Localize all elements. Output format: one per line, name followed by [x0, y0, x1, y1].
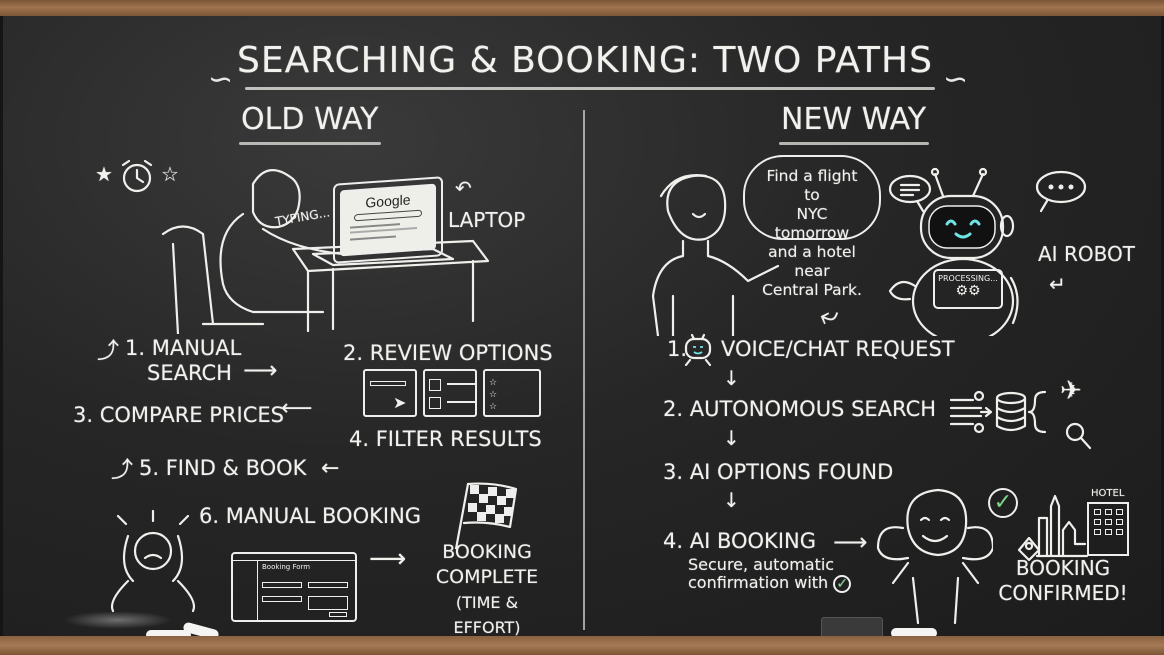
old-way-underline: [239, 142, 381, 145]
form-field: [308, 582, 348, 588]
speech-line: Find a flight to: [766, 167, 858, 204]
user-speech-bubble: Find a flight to NYC tomorrow and a hote…: [743, 155, 881, 299]
person-talking-illustration: [651, 174, 780, 336]
checkered-flag-icon: [454, 482, 518, 549]
arrow-down-icon: ↓: [723, 366, 740, 390]
old-step-3: 3. COMPARE PRICES: [73, 403, 284, 427]
booking-form-window: Booking Form: [231, 552, 357, 622]
form-textarea: [308, 596, 348, 610]
speech-line: NYC tomorrow: [774, 205, 850, 242]
arrow-curved-icon: ↵: [1049, 272, 1066, 296]
old-step-6: 6. MANUAL BOOKING: [199, 504, 422, 528]
arrow-right-icon: ⤴: [97, 339, 120, 364]
old-outcome-line2: COMPLETE: [435, 566, 539, 588]
center-divider: [583, 110, 585, 630]
title-underline: [245, 87, 935, 90]
gears-icon: ⚙⚙: [955, 283, 981, 299]
new-step-4: 4. AI BOOKING: [663, 529, 816, 553]
old-way-heading: OLD WAY: [241, 102, 379, 137]
cursor-icon: ➤: [393, 393, 407, 412]
arrow-left-icon: ⟵: [281, 396, 313, 421]
booking-note: Secure, automatic confirmation with ✓: [688, 555, 852, 593]
page-title: SEARCHING & BOOKING: TWO PATHS: [237, 40, 933, 81]
form-field: [262, 582, 302, 588]
new-step-2: 2. AUTONOMOUS SEARCH: [663, 397, 937, 421]
result-line: [350, 235, 397, 241]
robot-screen-text: PROCESSING...: [938, 274, 998, 283]
old-step-4: 4. FILTER RESULTS: [349, 427, 542, 451]
arrow-down-icon: ↓: [723, 426, 740, 450]
search-engine-logo: Google: [365, 191, 411, 211]
form-dropdown: [262, 596, 302, 602]
arrow-right-icon: ⟶: [369, 544, 407, 574]
swirl-ornament-left-icon: ∽: [208, 62, 234, 97]
new-outcome-line2: CONFIRMED!: [998, 581, 1128, 605]
arrow-right-icon: ⟶: [833, 528, 868, 556]
city-skyline-icon: [1017, 494, 1089, 562]
hotel-building-icon: [1087, 502, 1129, 556]
chalk-stick: [891, 628, 937, 638]
search-flow-icon: [949, 390, 1047, 434]
green-check-icon: ✓: [988, 488, 1018, 518]
arrow-right-icon: ⤴: [111, 458, 134, 483]
new-outcome: BOOKING CONFIRMED!: [998, 556, 1128, 606]
chat-ellipsis-bubble-icon: [1035, 170, 1087, 213]
speech-line: and a hotel near: [768, 243, 856, 280]
mini-window-ratings: ☆☆☆: [483, 369, 541, 417]
hotel-windows: [1089, 504, 1127, 540]
review-options-windows: ➤ ☆☆☆: [363, 369, 541, 417]
chalk-dust: [63, 611, 173, 629]
laptop-label: LAPTOP: [448, 208, 526, 232]
old-step-1-line1: 1. MANUAL: [125, 336, 242, 360]
booking-note-line: Secure, automatic: [688, 555, 835, 574]
new-outcome-line1: BOOKING: [1015, 556, 1111, 580]
relaxed-person-illustration: [876, 488, 993, 625]
old-outcome-note: (TIME & EFFORT): [453, 593, 521, 637]
arrow-right-icon: ⟶: [243, 356, 278, 384]
old-step-1-line2: SEARCH: [147, 361, 232, 385]
mini-window-profiles: [423, 369, 477, 417]
old-step-2: 2. REVIEW OPTIONS: [343, 341, 553, 365]
laptop-screen: Google: [333, 176, 443, 264]
arrow-down-icon: ↓: [723, 488, 740, 512]
new-step-3: 3. AI OPTIONS FOUND: [663, 460, 894, 484]
booking-form-title: Booking Form: [262, 563, 311, 571]
old-step-5: 5. FIND & BOOK: [139, 456, 307, 480]
old-outcome: BOOKING COMPLETE (TIME & EFFORT): [423, 540, 551, 640]
new-step-1-number: 1.: [667, 337, 688, 361]
green-check-icon: ✓: [833, 575, 852, 593]
alarm-clock-icon: [121, 159, 153, 193]
ai-robot-illustration: [888, 167, 1019, 336]
chat-lines-bubble-icon: [888, 174, 932, 213]
old-outcome-line1: BOOKING: [442, 541, 532, 563]
new-way-underline: [779, 142, 929, 145]
speech-line: Central Park.: [762, 281, 862, 299]
wood-frame-top: [0, 0, 1164, 16]
mini-window-search: ➤: [363, 369, 417, 417]
search-bar[interactable]: [354, 209, 422, 222]
star-filled-icon: ★: [95, 162, 113, 186]
arrow-curved-icon: ↶: [455, 176, 472, 200]
booking-note-line: confirmation with: [688, 573, 829, 592]
chalkboard-eraser: [821, 617, 883, 637]
form-submit-button: [329, 612, 347, 617]
star-outline-icon: ☆: [161, 162, 179, 186]
ai-robot-label: AI ROBOT: [1038, 242, 1135, 266]
arrow-curved-down-icon: ⤶: [815, 296, 844, 335]
arrow-left-icon: ←: [321, 456, 340, 481]
wood-chalk-tray: [0, 636, 1164, 655]
magnifier-icon: [1065, 422, 1092, 450]
browser-window: Google: [340, 183, 436, 257]
chalk-stick: [146, 630, 191, 640]
new-way-heading: NEW WAY: [781, 102, 927, 137]
new-step-1-text: VOICE/CHAT REQUEST: [721, 337, 955, 361]
mini-robot-icon: [684, 333, 712, 366]
robot-processing-screen: PROCESSING... ⚙⚙: [933, 269, 1003, 309]
stressed-person-icon: [110, 509, 196, 613]
airplane-icon: ✈: [1060, 376, 1082, 406]
result-line: [350, 226, 418, 234]
hotel-sign: HOTEL: [1091, 488, 1125, 499]
chalkboard: ∽ SEARCHING & BOOKING: TWO PATHS ∽ OLD W…: [0, 16, 1164, 641]
swirl-ornament-right-icon: ∽: [943, 62, 969, 97]
